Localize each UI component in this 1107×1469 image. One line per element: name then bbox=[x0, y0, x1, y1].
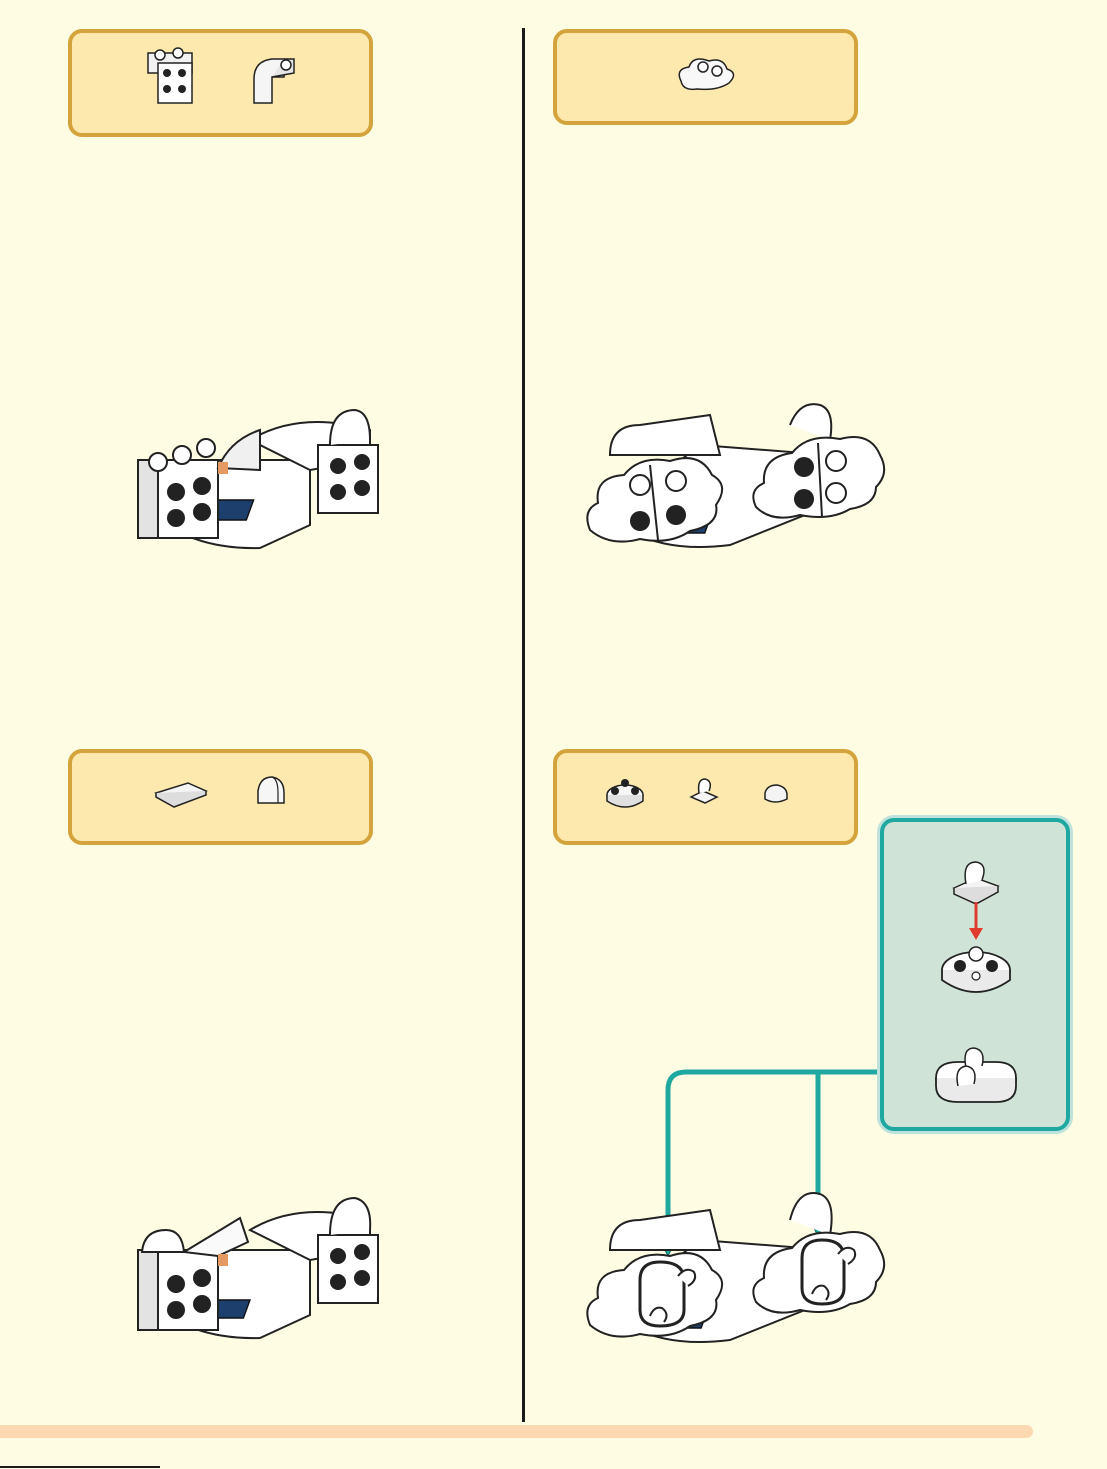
model-bottom-right bbox=[580, 1180, 890, 1350]
round-plate-icon bbox=[942, 947, 1010, 992]
clip-plate-icon bbox=[954, 862, 998, 904]
substep-arrow bbox=[969, 902, 983, 940]
clip-assembly-icon bbox=[936, 1048, 1016, 1102]
substep-callout bbox=[880, 818, 1070, 1131]
